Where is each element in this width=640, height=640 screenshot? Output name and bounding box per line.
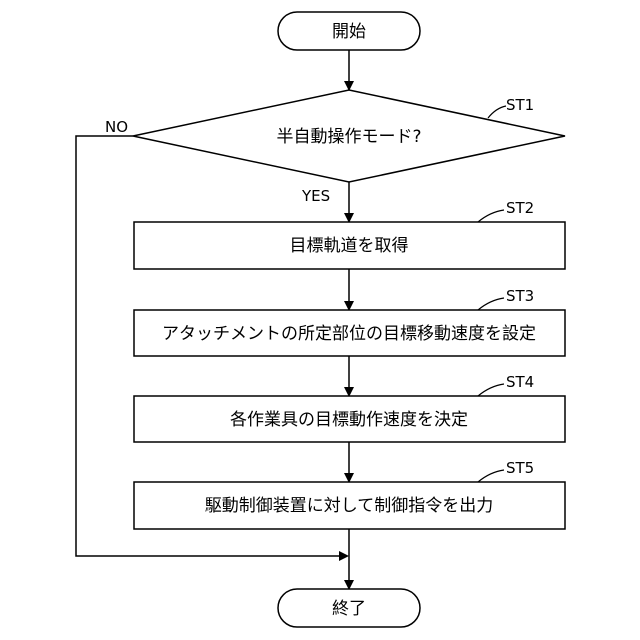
st3-leader — [478, 298, 504, 310]
start-terminal: 開始 — [278, 12, 420, 50]
st4-tag: ST4 — [506, 373, 534, 391]
no-label: NO — [105, 118, 128, 136]
end-terminal: 終了 — [278, 589, 420, 627]
end-label: 終了 — [332, 599, 366, 619]
st3-tag: ST3 — [506, 287, 534, 305]
merge-arrowhead — [339, 551, 349, 561]
st5-leader — [478, 470, 504, 482]
st2-leader — [478, 210, 504, 222]
step-label-st3: アタッチメントの所定部位の目標移動速度を設定 — [162, 324, 536, 344]
decision-label: 半自動操作モード? — [276, 127, 421, 147]
decision-node: 半自動操作モード? ST1 — [133, 90, 565, 182]
start-label: 開始 — [332, 22, 366, 42]
yes-label: YES — [301, 187, 330, 205]
st1-leader — [488, 106, 506, 118]
st1-tag: ST1 — [506, 96, 534, 114]
st5-tag: ST5 — [506, 459, 534, 477]
st2-tag: ST2 — [506, 199, 534, 217]
step-label-st2: 目標軌道を取得 — [290, 236, 409, 256]
st4-leader — [478, 384, 504, 396]
step-label-st5: 駆動制御装置に対して制御指令を出力 — [205, 496, 494, 516]
step-label-st4: 各作業具の目標動作速度を決定 — [230, 410, 468, 430]
